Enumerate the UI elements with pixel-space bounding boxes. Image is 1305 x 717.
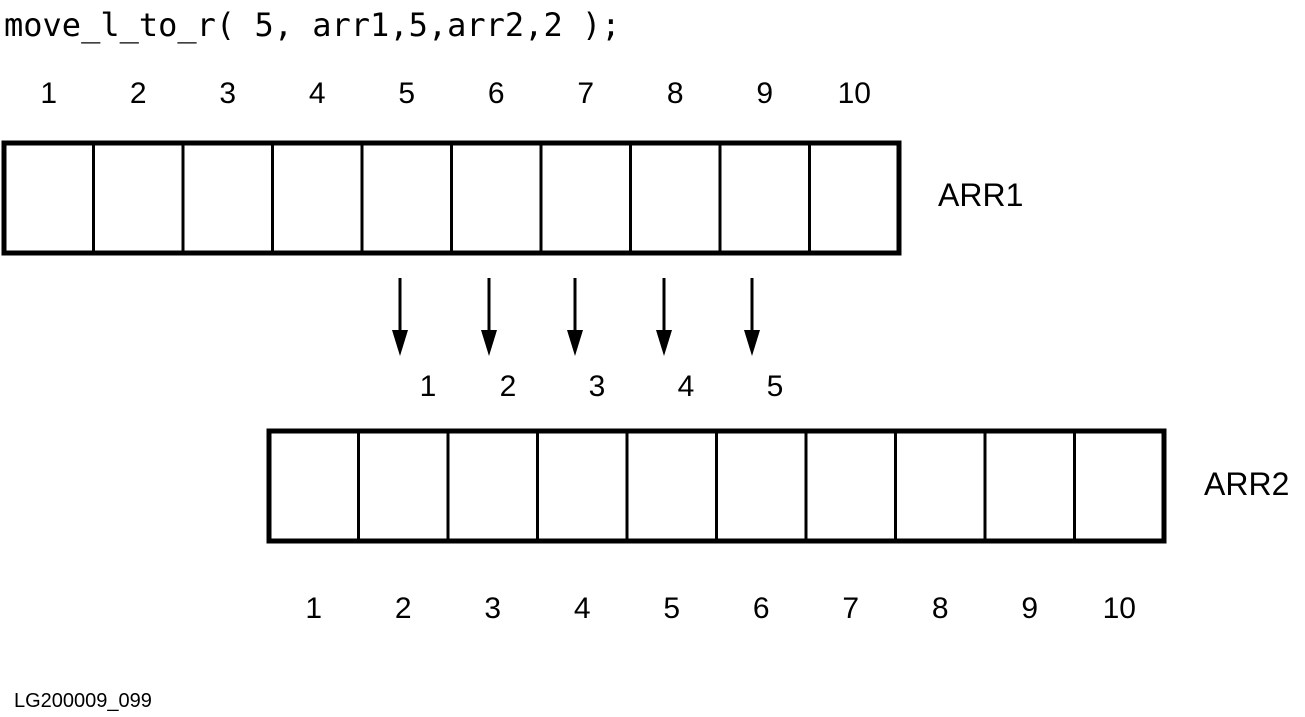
move-count-5: 5 xyxy=(767,370,784,403)
arr2-array xyxy=(266,428,1167,544)
arr2-cell-5 xyxy=(625,429,718,543)
arr1-cell-1 xyxy=(2,141,95,255)
arr2-index-3: 3 xyxy=(484,592,501,625)
arr2-cell-4 xyxy=(536,429,629,543)
arr1-array xyxy=(1,140,902,256)
arr1-cell-2 xyxy=(92,141,185,255)
arr2-label: ARR2 xyxy=(1204,466,1289,502)
arr1-index-7: 7 xyxy=(577,77,594,110)
arr1-index-labels: 1 2 3 4 5 6 7 8 9 10 xyxy=(40,77,871,110)
arr1-index-10: 10 xyxy=(838,77,871,110)
arr2-cell-3 xyxy=(446,429,539,543)
arr2-cell-2 xyxy=(357,429,450,543)
move-arrow-1-head xyxy=(392,330,408,356)
arr1-cell-8 xyxy=(629,141,722,255)
arr2-cell-1 xyxy=(267,429,360,543)
move-count-labels: 1 2 3 4 5 xyxy=(420,370,784,403)
arr2-cell-7 xyxy=(804,429,897,543)
arr1-index-6: 6 xyxy=(488,77,505,110)
arr1-cell-10 xyxy=(808,141,901,255)
code-line: move_l_to_r( 5, arr1,5,arr2,2 ); xyxy=(4,6,621,44)
arr2-index-5: 5 xyxy=(663,592,680,625)
arr2-cell-6 xyxy=(715,429,808,543)
arr1-cell-9 xyxy=(718,141,811,255)
arr1-index-4: 4 xyxy=(309,77,326,110)
move-count-2: 2 xyxy=(500,370,517,403)
arr2-index-1: 1 xyxy=(305,592,322,625)
arr2-index-4: 4 xyxy=(574,592,591,625)
figure-id: LG200009_099 xyxy=(14,690,152,712)
arr2-outline xyxy=(266,428,1167,544)
arr2-index-labels: 1 2 3 4 5 6 7 8 9 10 xyxy=(305,592,1136,625)
arr1-cell-5 xyxy=(360,141,453,255)
arr2-index-9: 9 xyxy=(1021,592,1038,625)
arr2-index-7: 7 xyxy=(842,592,859,625)
arr1-index-3: 3 xyxy=(219,77,236,110)
arr1-label: ARR1 xyxy=(938,177,1023,213)
arr1-index-1: 1 xyxy=(40,77,57,110)
move-count-1: 1 xyxy=(420,370,437,403)
arr2-index-6: 6 xyxy=(753,592,770,625)
arr2-cell-10 xyxy=(1073,429,1166,543)
arr1-cell-7 xyxy=(539,141,632,255)
move-count-4: 4 xyxy=(678,370,695,403)
arr2-index-8: 8 xyxy=(932,592,949,625)
arr2-index-2: 2 xyxy=(395,592,412,625)
arr1-cell-3 xyxy=(181,141,274,255)
arr2-cell-8 xyxy=(894,429,987,543)
move-arrows xyxy=(392,278,760,356)
arr1-index-2: 2 xyxy=(130,77,147,110)
arr1-index-5: 5 xyxy=(398,77,415,110)
arr1-cell-4 xyxy=(271,141,364,255)
move-arrow-2-head xyxy=(481,330,497,356)
arr1-outline xyxy=(1,140,902,256)
move-count-3: 3 xyxy=(589,370,606,403)
move-arrow-3-head xyxy=(567,330,583,356)
move-arrow-4-head xyxy=(656,330,672,356)
arr1-index-8: 8 xyxy=(667,77,684,110)
arr1-cell-6 xyxy=(450,141,543,255)
arr2-index-10: 10 xyxy=(1103,592,1136,625)
move-arrow-5-head xyxy=(744,330,760,356)
arr1-index-9: 9 xyxy=(756,77,773,110)
arr2-cell-9 xyxy=(983,429,1076,543)
